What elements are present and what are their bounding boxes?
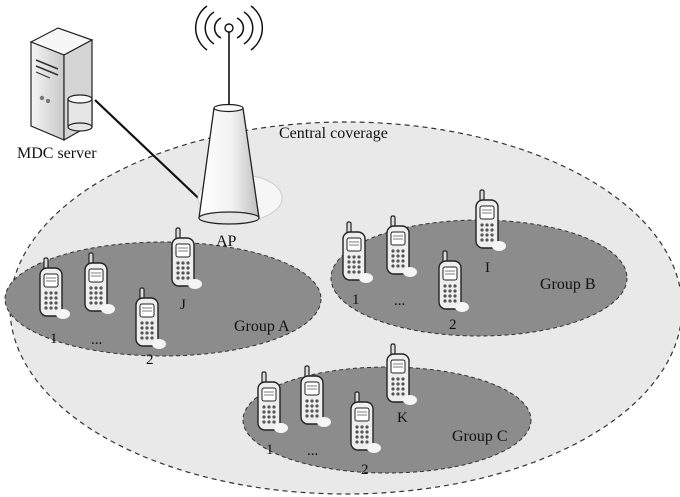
group-a-label: Group A bbox=[234, 318, 290, 335]
server-ap-link bbox=[94, 99, 212, 211]
server-icon bbox=[29, 27, 94, 142]
group-c-tag-k: K bbox=[397, 410, 408, 426]
group-a-area bbox=[4, 241, 322, 357]
group-b-tag-i: I bbox=[485, 260, 490, 276]
group-c-tag-2: 2 bbox=[361, 462, 369, 478]
group-a-tag-2: 2 bbox=[146, 352, 154, 368]
signal-waves-icon bbox=[194, 5, 264, 51]
central-coverage-label: Central coverage bbox=[279, 125, 388, 142]
group-b-label: Group B bbox=[540, 276, 596, 293]
access-point-icon bbox=[197, 23, 283, 225]
group-c-label: Group C bbox=[452, 428, 508, 445]
mdc-server-label: MDC server bbox=[17, 145, 97, 162]
group-b-tag-2: 2 bbox=[449, 317, 457, 333]
ap-label: AP bbox=[216, 233, 237, 250]
group-a-tag-1: 1 bbox=[50, 331, 58, 347]
group-b-tag-ellipsis: ... bbox=[394, 293, 405, 309]
group-c-tag-ellipsis: ... bbox=[307, 443, 318, 459]
group-b-tag-1: 1 bbox=[352, 292, 360, 308]
group-a-tag-ellipsis: ... bbox=[91, 332, 102, 348]
group-c-tag-1: 1 bbox=[266, 442, 274, 458]
group-a-tag-j: J bbox=[180, 297, 186, 313]
